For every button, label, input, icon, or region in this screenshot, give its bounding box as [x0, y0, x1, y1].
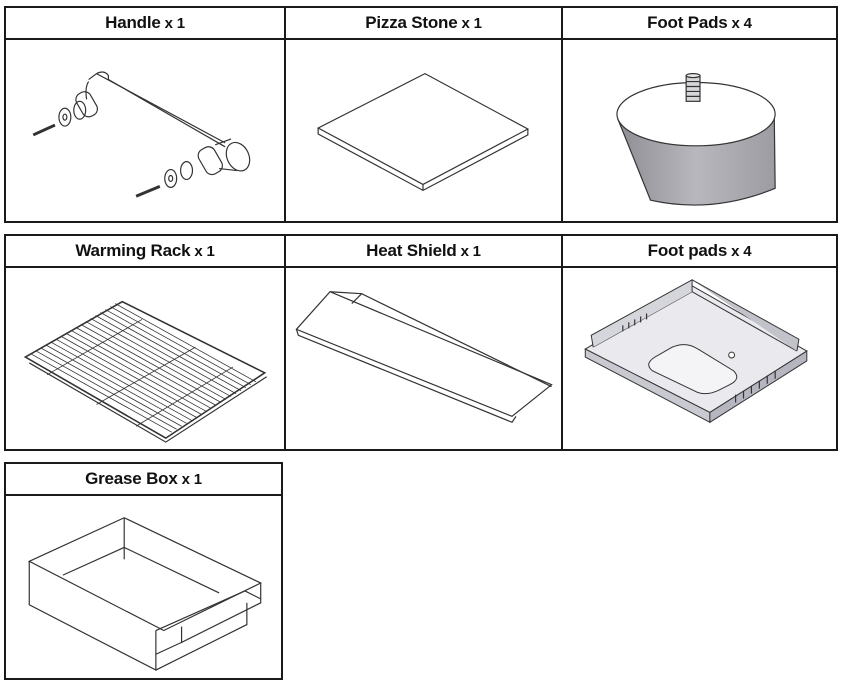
part-quantity: x 1 [460, 242, 481, 260]
part-cell-pizza-stone: Pizza Stone x 1 [284, 8, 561, 221]
part-heading: Foot pads x 4 [563, 236, 836, 268]
warming-rack-drawing [6, 268, 284, 449]
part-cell-warming-rack: Warming Rack x 1 [6, 236, 284, 449]
part-cell-grease-box: Grease Box x 1 [6, 464, 281, 678]
part-heading: Foot Pads x 4 [563, 8, 836, 40]
part-cell-handle: Handle x 1 [6, 8, 284, 221]
part-cell-foot-pads: Foot Pads x 4 [561, 8, 836, 221]
part-name: Handle [105, 13, 161, 32]
part-heading: Heat Shield x 1 [286, 236, 561, 268]
tray-drawing [563, 268, 836, 449]
part-quantity: x 4 [731, 14, 752, 32]
part-heading: Handle x 1 [6, 8, 284, 40]
part-heading: Grease Box x 1 [6, 464, 281, 496]
parts-row-3: Grease Box x 1 [4, 462, 283, 680]
handle-drawing [6, 40, 284, 221]
grease-box-drawing [6, 496, 281, 678]
parts-row-2: Warming Rack x 1 Heat Shield [4, 234, 838, 451]
part-quantity: x 1 [194, 242, 215, 260]
part-quantity: x 1 [461, 14, 482, 32]
part-cell-heat-shield: Heat Shield x 1 [284, 236, 561, 449]
part-heading: Warming Rack x 1 [6, 236, 284, 268]
part-heading: Pizza Stone x 1 [286, 8, 561, 40]
part-quantity: x 1 [181, 470, 202, 488]
part-name: Heat Shield [366, 241, 457, 260]
part-name: Warming Rack [75, 241, 191, 260]
foot-pad-drawing [563, 40, 836, 221]
part-quantity: x 1 [164, 14, 185, 32]
part-cell-foot-pads-2: Foot pads x 4 [561, 236, 836, 449]
part-name: Pizza Stone [365, 13, 458, 32]
part-name: Foot Pads [647, 13, 728, 32]
heat-shield-drawing [286, 268, 561, 449]
parts-row-1: Handle x 1 [4, 6, 838, 223]
part-name: Foot pads [647, 241, 728, 260]
part-name: Grease Box [85, 469, 178, 488]
pizza-stone-drawing [286, 40, 561, 221]
part-quantity: x 4 [731, 242, 752, 260]
